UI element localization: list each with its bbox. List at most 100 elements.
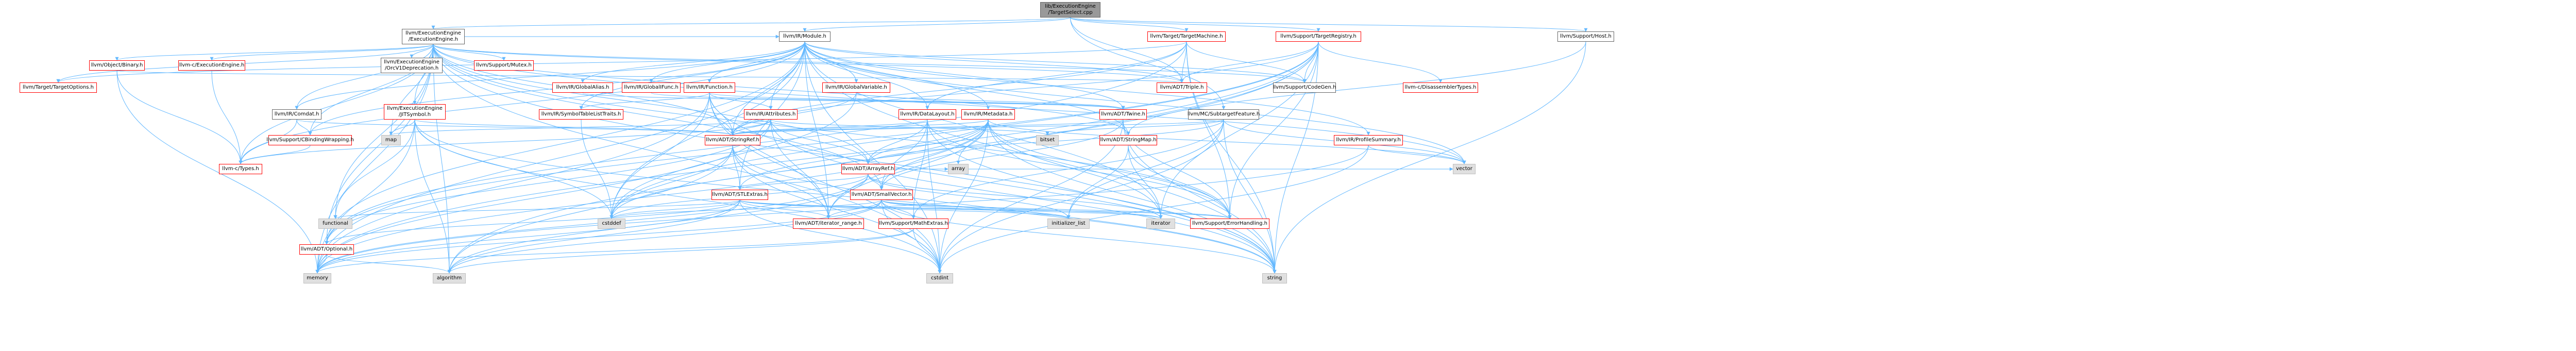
edge-metadata-to-arrayref — [866, 119, 989, 164]
edge-stlextras-to-initlist — [739, 199, 1071, 219]
node-errorhandling-h[interactable]: llvm/Support/ErrorHandling.h — [1190, 219, 1269, 229]
node-subtargetfeature-h[interactable]: llvm/MC/SubtargetFeature.h — [1188, 109, 1260, 120]
node-label: llvm/IR/GlobalAlias.h — [556, 85, 609, 90]
edge-function-to-symtablelisttraits — [579, 92, 710, 110]
node-comdat-h[interactable]: llvm/IR/Comdat.h — [272, 109, 321, 120]
node-profilesummary-h[interactable]: llvm/IR/ProfileSummary.h — [1334, 135, 1403, 145]
node-codegen-h[interactable]: llvm/Support/CodeGen.h — [1273, 82, 1336, 93]
edge-root-to-ee — [432, 17, 1071, 29]
node-iterator-range-h[interactable]: llvm/ADT/iterator_range.h — [793, 219, 864, 229]
edge-datalayout-to-stringref — [731, 119, 928, 136]
node-mutex-h[interactable]: llvm/Support/Mutex.h — [474, 60, 534, 71]
node-label: llvm/Support/TargetRegistry.h — [1280, 34, 1357, 39]
edge-module-to-iterator — [804, 41, 1163, 219]
edge-ee-to-mutex — [433, 44, 506, 61]
edge-module-to-codegen — [804, 41, 1307, 83]
node-stringref-h[interactable]: llvm/ADT/StringRef.h — [705, 135, 760, 145]
edge-module-to-function — [707, 41, 805, 83]
node-cbindingwrapping-h[interactable]: llvm/Support/CBindingWrapping.h — [266, 135, 354, 145]
edge-smallvector-to-cstddef — [609, 199, 882, 219]
edge-jitsymbol-to-cstdint — [414, 119, 942, 274]
edge-supporthost-to-stringmap — [1126, 41, 1586, 136]
node-label: llvm/Support/CBindingWrapping.h — [266, 137, 354, 143]
edge-attributes-to-bitset — [770, 119, 1049, 136]
node-label: llvm/Support/ErrorHandling.h — [1192, 221, 1267, 226]
node-label: llvm/IR/ProfileSummary.h — [1336, 137, 1401, 143]
node-optional-h[interactable]: llvm/ADT/Optional.h — [299, 244, 354, 255]
node-smallvector-h[interactable]: llvm/ADT/SmallVector.h — [850, 190, 913, 200]
node-label: llvm/IR/GlobalVariable.h — [825, 85, 887, 90]
edge-datalayout-to-arrayref — [866, 119, 928, 164]
edge-stringref-to-string — [732, 145, 1277, 274]
node-mathextras-h[interactable]: llvm/Support/MathExtras.h — [878, 219, 948, 229]
node-targetregistry-h[interactable]: llvm/Support/TargetRegistry.h — [1276, 31, 1361, 42]
edge-root-to-module — [803, 17, 1071, 32]
edge-module-to-datalayout — [804, 41, 929, 110]
node-label: string — [1267, 275, 1282, 281]
edge-globalifunc-to-twine — [651, 92, 1125, 110]
edge-targetmachine-to-datalayout — [925, 41, 1187, 110]
node-host-h[interactable]: llvm/Support/Host.h — [1557, 31, 1614, 42]
edge-function-to-cstdint — [709, 92, 942, 274]
node-label: llvm/IR/Metadata.h — [963, 111, 1013, 117]
node-label: llvm/ExecutionEngine /ExecutionEngine.h — [405, 30, 461, 42]
node-stringmap-h[interactable]: llvm/ADT/StringMap.h — [1099, 135, 1157, 145]
node-globalvariable-h[interactable]: llvm/IR/GlobalVariable.h — [822, 82, 890, 93]
node-metadata-h[interactable]: llvm/IR/Metadata.h — [961, 109, 1015, 120]
edge-stringmap-to-initlist — [1066, 145, 1129, 219]
edge-function-to-iteratorrange — [709, 92, 831, 219]
edge-module-to-globalifunc — [649, 41, 805, 83]
edge-targetmachine-to-targetoptions — [56, 41, 1187, 83]
node-executionengine-h[interactable]: llvm/ExecutionEngine /ExecutionEngine.h — [402, 29, 465, 44]
node-function-h[interactable]: llvm/IR/Function.h — [684, 82, 735, 93]
edge-module-to-vector — [804, 41, 1466, 164]
edge-jitsymbol-to-functional — [333, 119, 415, 219]
node-symboltablelisttraits-h[interactable]: llvm/IR/SymbolTableListTraits.h — [539, 109, 623, 120]
node-label: llvm/IR/Attributes.h — [745, 111, 796, 117]
edge-metadata-to-cstddef — [609, 119, 989, 219]
node-label: llvm/Support/Host.h — [1560, 34, 1612, 39]
edge-module-to-triple — [804, 41, 1184, 83]
node-arrayref-h[interactable]: llvm/ADT/ArrayRef.h — [841, 164, 895, 174]
node-targetmachine-h[interactable]: llvm/Target/TargetMachine.h — [1147, 31, 1226, 42]
node-globalifunc-h[interactable]: llvm/IR/GlobalIFunc.h — [622, 82, 681, 93]
node-datalayout-h[interactable]: llvm/IR/DataLayout.h — [899, 109, 956, 120]
node-label: array — [951, 166, 965, 172]
node-attributes-h[interactable]: llvm/IR/Attributes.h — [744, 109, 798, 120]
node-twine-h[interactable]: llvm/ADT/Twine.h — [1099, 109, 1147, 120]
edge-stringmap-to-iterator — [1128, 145, 1163, 219]
edge-ee-to-memory — [315, 44, 434, 274]
node-c-types-h[interactable]: llvm-c/Types.h — [219, 164, 262, 174]
node-jitsymbol-h[interactable]: llvm/ExecutionEngine /JITSymbol.h — [384, 104, 446, 120]
edge-function-to-string — [709, 92, 1277, 274]
node-binary-h[interactable]: llvm/Object/Binary.h — [89, 60, 145, 71]
node-triple-h[interactable]: llvm/ADT/Triple.h — [1157, 82, 1207, 93]
node-c-executionengine-h[interactable]: llvm-c/ExecutionEngine.h — [178, 60, 245, 71]
edge-mathextras-to-memory — [315, 228, 914, 274]
edge-targetregistry-to-cdisasmtypes — [1318, 41, 1443, 83]
edge-ee-to-optional — [325, 44, 434, 245]
edge-root-to-subtargetfeature — [1070, 17, 1226, 110]
edge-smallvector-to-initlist — [881, 199, 1071, 219]
edge-ee-to-comdat — [295, 44, 434, 110]
node-targetoptions-h[interactable]: llvm/Target/TargetOptions.h — [20, 82, 97, 93]
edge-mathextras-to-algorithm — [447, 228, 914, 274]
node-module-h[interactable]: llvm/IR/Module.h — [779, 31, 831, 42]
node-orcv1deprecation-h[interactable]: llvm/ExecutionEngine /OrcV1Deprecation.h — [381, 58, 443, 73]
edge-root-to-supporthost — [1070, 17, 1588, 32]
node-disassemblertypes-h[interactable]: llvm-c/DisassemblerTypes.h — [1403, 82, 1478, 93]
edge-objbinary-to-memory — [116, 70, 319, 274]
edge-ee-to-targetoptions — [56, 44, 434, 83]
node-label: llvm-c/DisassemblerTypes.h — [1404, 85, 1477, 90]
edge-attributes-to-arrayref — [770, 119, 870, 164]
node-label: llvm/ADT/ArrayRef.h — [842, 166, 894, 172]
edge-stlextras-to-iteratorrange — [739, 199, 831, 219]
node-memory: memory — [303, 273, 331, 283]
edge-targetregistry-to-triple — [1180, 41, 1319, 83]
node-stlextras-h[interactable]: llvm/ADT/STLExtras.h — [711, 190, 768, 200]
node-label: llvm/Object/Binary.h — [91, 62, 143, 68]
node-globalalias-h[interactable]: llvm/IR/GlobalAlias.h — [552, 82, 613, 93]
edge-metadata-to-cstdint — [938, 119, 989, 274]
edge-targetregistry-to-memory — [315, 41, 1319, 274]
edge-supporthost-to-string — [1273, 41, 1586, 274]
